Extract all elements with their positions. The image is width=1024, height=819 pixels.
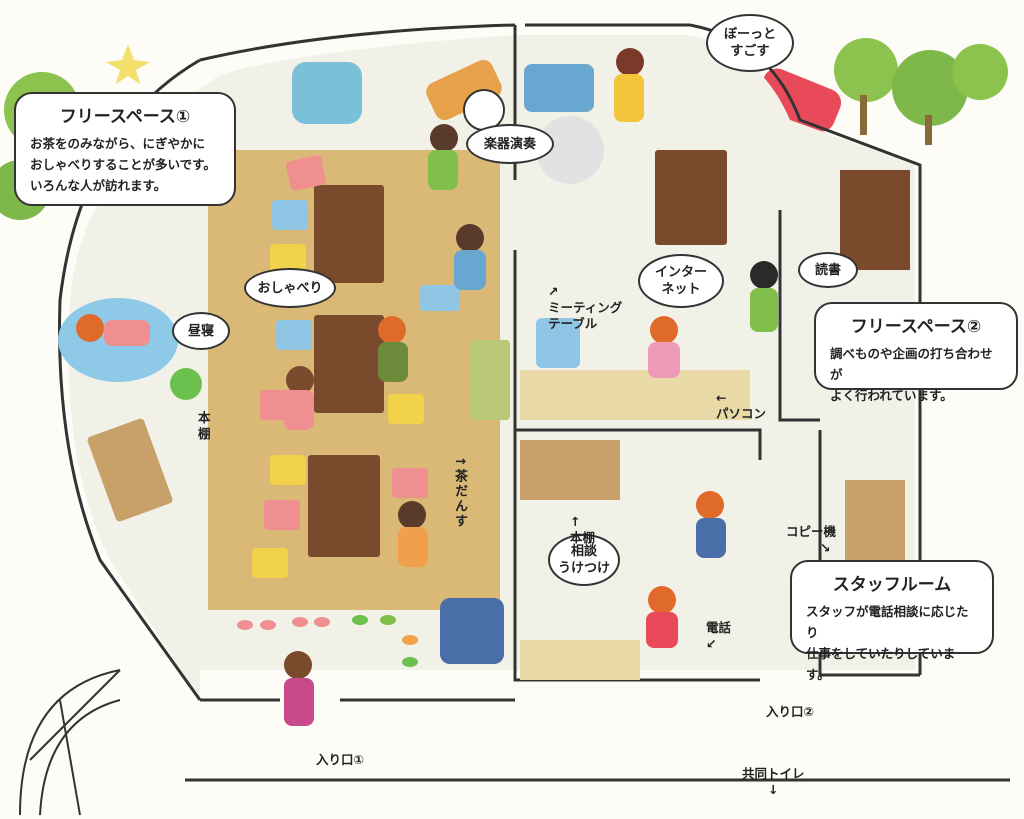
free-space-1-box: フリースペース① お茶をのみながら、にぎやかに おしゃべりすることが多いです。 … — [14, 92, 236, 206]
label-denwa: 電話 ↙ — [706, 604, 731, 668]
bubble-gakki: 楽器演奏 — [466, 124, 554, 164]
chadansu-text: 茶だんす — [452, 468, 467, 529]
bubble-hirune: 昼寝 — [172, 312, 230, 350]
toilet-text: 共同トイレ — [742, 766, 805, 781]
bubble-internet: インター ネット — [638, 254, 724, 308]
free-space-2-box: フリースペース② 調べものや企画の打ち合わせが よく行われています。 — [814, 302, 1018, 403]
staff-room-text: スタッフが電話相談に応じたり 仕事をしていたりしています。 — [806, 604, 969, 682]
label-iriguchi-1: 入り口① — [316, 752, 365, 767]
arrow-down-right-icon: ↘ — [820, 540, 831, 555]
spiral-staircase — [19, 669, 121, 816]
label-honda-na-center: ↑ 本棚 — [570, 498, 595, 546]
label-copy: コピー機 ↘ — [786, 508, 836, 572]
staff-room-box: スタッフルーム スタッフが電話相談に応じたり 仕事をしていたりしています。 — [790, 560, 994, 682]
bubble-boutto: ぼーっと すごす — [706, 14, 794, 72]
people — [76, 48, 778, 726]
pasokon-text: パソコン — [716, 406, 767, 421]
honda-na-center-text: 本棚 — [570, 530, 596, 545]
arrow-down-left-icon: ↙ — [706, 636, 717, 651]
label-pasokon: ← パソコン — [716, 374, 766, 422]
arrow-up-icon: ↑ — [570, 514, 581, 529]
label-honda-na-left: 本 棚 — [198, 410, 211, 441]
label-meeting-table: ↗ ミーティング テーブル — [548, 268, 622, 332]
tables — [308, 150, 727, 557]
furniture — [58, 59, 910, 680]
free-space-2-text: 調べものや企画の打ち合わせが よく行われています。 — [830, 346, 993, 403]
arrow-left-icon: ← — [716, 390, 727, 405]
arrow-up-icon: ↗ — [548, 284, 559, 299]
star — [106, 44, 150, 84]
arrow-up-icon: ↑ — [452, 456, 467, 469]
cushions — [252, 155, 460, 578]
free-space-2-title: フリースペース② — [850, 317, 982, 337]
label-chadansu: ↑茶だんす — [450, 456, 469, 529]
denwa-text: 電話 — [706, 620, 732, 635]
copy-text: コピー機 — [786, 524, 837, 539]
label-iriguchi-2: 入り口② — [766, 704, 815, 719]
shoes — [237, 615, 418, 667]
free-space-1-text: お茶をのみながら、にぎやかに おしゃべりすることが多いです。 いろんな人が訪れま… — [30, 136, 216, 193]
label-toilet: 共同トイレ ↓ — [742, 750, 805, 814]
meeting-table-text: ミーティング テーブル — [548, 300, 623, 331]
walls — [58, 23, 1010, 782]
arrow-down-icon: ↓ — [768, 782, 779, 797]
free-space-1-title: フリースペース① — [59, 107, 191, 127]
bubble-soudan: 相談 うけつけ — [548, 534, 620, 586]
bubble-dokusho: 読書 — [798, 252, 858, 288]
staff-room-title: スタッフルーム — [832, 575, 952, 595]
bubble-oshaberi: おしゃべり — [244, 268, 336, 308]
